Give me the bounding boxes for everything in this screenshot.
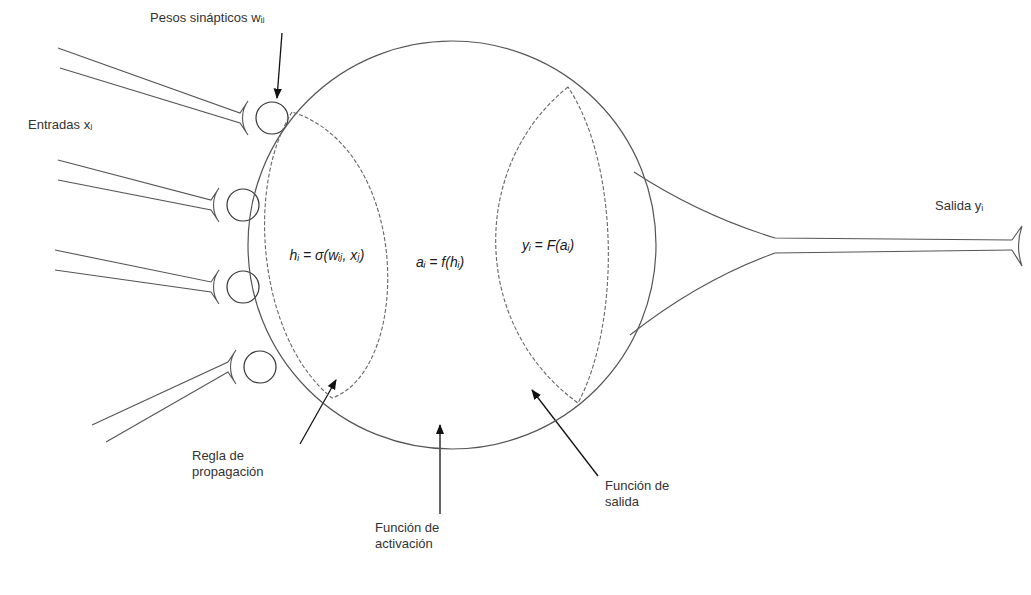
leader-arrow (439, 425, 440, 514)
inputs-label: Entradas xⱼ (28, 117, 92, 133)
cell-body: aᵢ = f(hᵢ) hᵢ = σ(wᵢⱼ, xⱼ) yᵢ = F(aᵢ) (247, 40, 657, 450)
synapses (227, 102, 288, 383)
output-label: Salida yᵢ (935, 198, 983, 214)
axon-terminal (1012, 226, 1022, 266)
dendrite (55, 250, 219, 304)
axon-line (634, 172, 1012, 240)
leader-arrow (277, 33, 282, 98)
part-label: Función de salida (605, 478, 685, 509)
synapse-circle (227, 271, 259, 303)
leader-arrow (532, 390, 598, 476)
leader-arrows (277, 33, 598, 514)
formula-text: hᵢ = σ(wᵢⱼ, xⱼ) (290, 247, 365, 263)
weights-label: Pesos sinápticos wᵢⱼ (150, 10, 265, 26)
part-label: Regla de propagación (192, 448, 282, 479)
region-outline-path (496, 87, 609, 403)
cell-outline-path (248, 41, 656, 449)
axon-line (630, 250, 1012, 335)
cell-outline (247, 40, 657, 450)
region-outline-path (265, 112, 388, 398)
formula-text: yᵢ = F(aᵢ) (522, 237, 574, 253)
part-label: Función de activación (375, 520, 473, 551)
output-region: yᵢ = F(aᵢ) (488, 85, 608, 405)
dendrites (55, 48, 248, 442)
propagation-region: hᵢ = σ(wᵢⱼ, xⱼ) (252, 110, 402, 400)
axon (630, 172, 1022, 335)
dendrite (92, 350, 236, 442)
dendrite (58, 160, 219, 222)
synapse-circle (244, 351, 276, 383)
leader-arrow (300, 380, 336, 444)
formula-text: aᵢ = f(hᵢ) (416, 254, 464, 270)
